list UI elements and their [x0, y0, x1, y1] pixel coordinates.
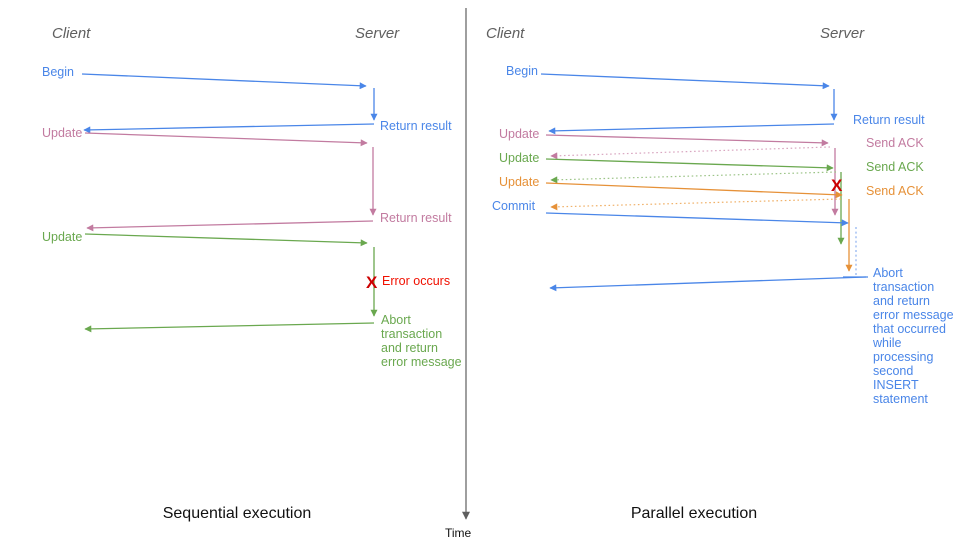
right-abort-return-arrow	[549, 276, 867, 292]
left-return-result-1-arrow	[83, 123, 375, 134]
right-commit-send-arrow	[545, 212, 849, 227]
left-abort-return-arrow	[84, 322, 375, 333]
right-update-2-label: Update	[499, 151, 539, 165]
right-update-3-send-arrow	[545, 182, 843, 199]
right-send-ack-1-label: Send ACK	[866, 136, 924, 150]
left-update-2-label: Update	[42, 230, 82, 244]
left-caption: Sequential execution	[163, 505, 312, 522]
right-abort-line-6: while	[872, 336, 902, 350]
left-error-occurs-label: Error occurs	[382, 274, 450, 288]
time-axis-label: Time	[445, 526, 472, 540]
right-send-ack-3-arrow	[550, 198, 842, 211]
left-error-x-icon: X	[366, 273, 378, 292]
right-send-ack-3-label: Send ACK	[866, 184, 924, 198]
left-update-1-label: Update	[42, 126, 82, 140]
right-send-ack-2-arrow	[550, 171, 837, 184]
right-error-x-icon: X	[831, 176, 843, 195]
right-return-result-arrow	[548, 123, 835, 135]
right-update-1-send-arrow	[545, 134, 829, 147]
right-send-ack-2-label: Send ACK	[866, 160, 924, 174]
left-begin-send-arrow	[81, 73, 367, 90]
left-update-2-send-arrow	[84, 233, 368, 247]
left-abort-line-4: error message	[381, 355, 462, 369]
right-abort-line-1: Abort	[873, 266, 903, 280]
right-abort-line-8: second	[873, 364, 913, 378]
left-abort-line-2: transaction	[381, 327, 442, 341]
right-return-result-label: Return result	[853, 113, 925, 127]
right-begin-send-arrow	[540, 73, 830, 90]
right-abort-line-4: error message	[873, 308, 954, 322]
right-commit-label: Commit	[492, 199, 536, 213]
right-send-ack-1-arrow	[550, 146, 831, 160]
left-return-result-1-label: Return result	[380, 119, 452, 133]
right-abort-line-2: transaction	[873, 280, 934, 294]
right-abort-line-7: processing	[873, 350, 933, 364]
right-begin-label: Begin	[506, 64, 538, 78]
right-caption: Parallel execution	[631, 505, 757, 522]
left-abort-line-1: Abort	[381, 313, 411, 327]
left-update-1-send-arrow	[84, 132, 368, 147]
left-abort-line-3: and return	[381, 341, 438, 355]
left-begin-label: Begin	[42, 65, 74, 79]
right-abort-line-3: and return	[873, 294, 930, 308]
left-return-result-2-arrow	[86, 220, 374, 232]
sequential-panel: Client Server Begin Return result Update…	[42, 25, 462, 522]
right-server-header: Server	[820, 25, 865, 42]
left-server-header: Server	[355, 25, 400, 42]
left-client-header: Client	[52, 25, 91, 42]
parallel-panel: Client Server Begin Return result Update…	[486, 25, 954, 522]
right-update-3-label: Update	[499, 175, 539, 189]
right-update-1-label: Update	[499, 127, 539, 141]
right-abort-line-9: INSERT	[873, 378, 919, 392]
right-client-header: Client	[486, 25, 525, 42]
right-abort-line-5: that occurred	[873, 322, 946, 336]
time-axis: Time	[445, 8, 472, 540]
right-abort-line-10: statement	[873, 392, 928, 406]
right-update-2-send-arrow	[545, 158, 834, 172]
left-return-result-2-label: Return result	[380, 211, 452, 225]
